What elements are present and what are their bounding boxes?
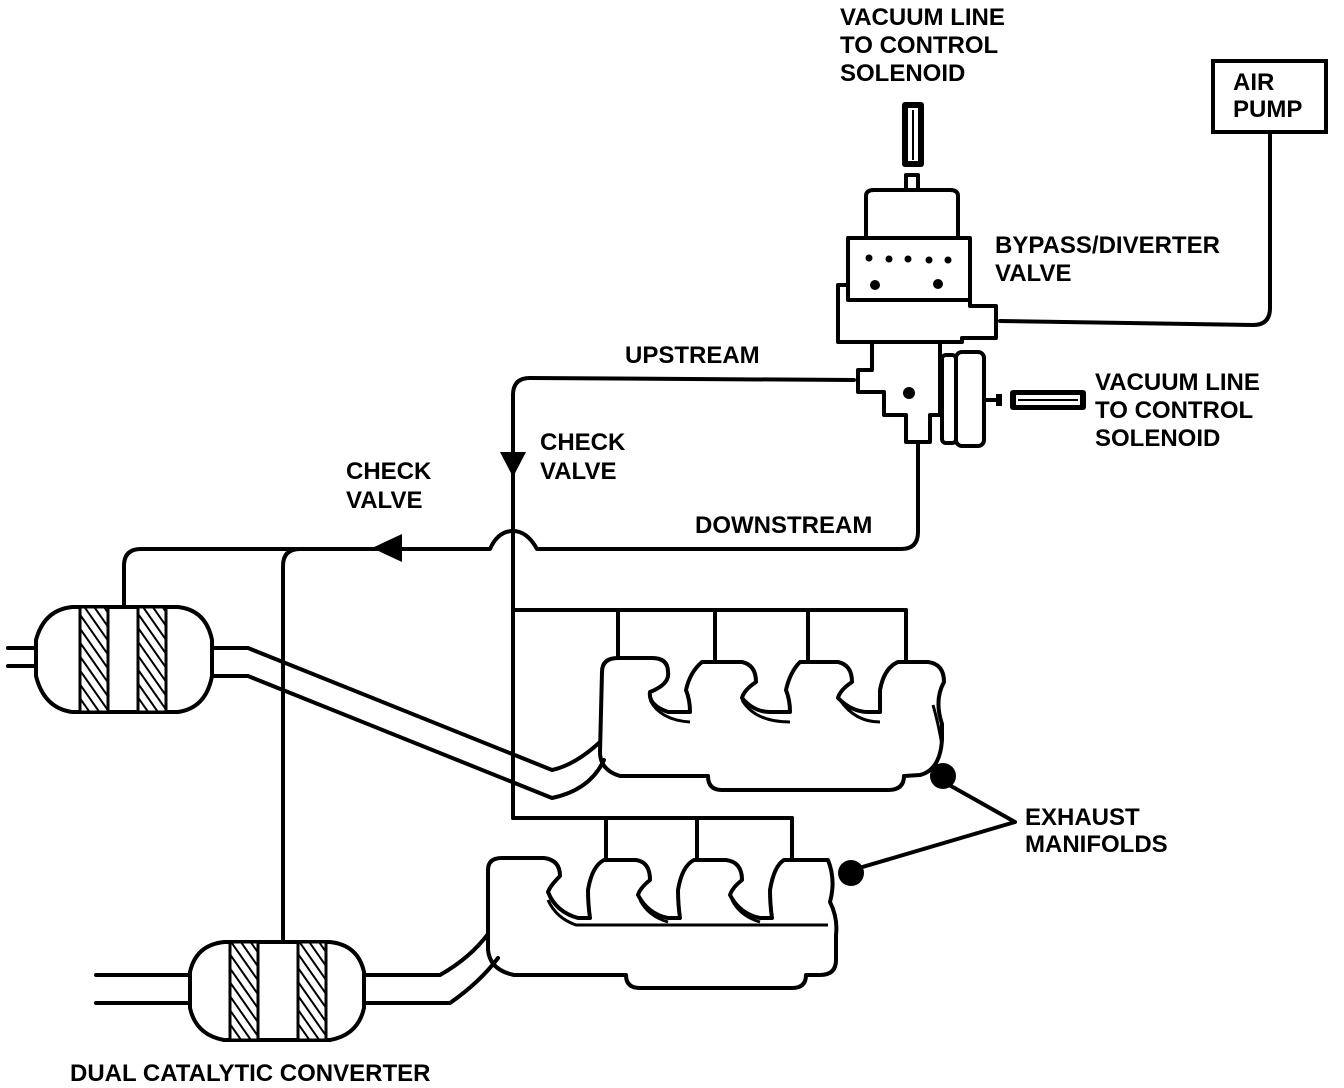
vacuum-line-right (1010, 390, 1086, 410)
label-dual-catalytic-converter: DUAL CATALYTIC CONVERTER (70, 1060, 430, 1087)
label-bypass-diverter: BYPASS/DIVERTER VALVE (995, 232, 1220, 287)
exhaust-manifold-upper-marker (930, 763, 956, 789)
exhaust-manifolds-pointer (857, 784, 1017, 870)
air-pump-label-line1: AIR (1233, 69, 1274, 96)
label-vacuum-right-3: SOLENOID (1095, 425, 1220, 452)
label-exhaust-2: MANIFOLDS (1025, 831, 1168, 858)
label-downstream: DOWNSTREAM (695, 512, 872, 539)
label-check-left-1: CHECK (346, 458, 432, 485)
air-pump: AIR PUMP (1211, 59, 1328, 134)
exhaust-manifold-lower (486, 816, 839, 990)
label-vacuum-top-2: TO CONTROL (840, 32, 998, 59)
air-pump-hose (998, 132, 1272, 327)
exhaust-manifold-lower-marker (838, 860, 864, 886)
label-vacuum-right-1: VACUUM LINE (1095, 369, 1260, 396)
check-valve-arrow-left (372, 534, 402, 562)
label-vacuum-right-2: TO CONTROL (1095, 397, 1253, 424)
label-vacuum-top-1: VACUUM LINE (840, 4, 1005, 31)
label-vacuum-line-right: VACUUM LINE TO CONTROL SOLENOID (1095, 369, 1260, 452)
label-check-left-2: VALVE (346, 487, 422, 514)
label-exhaust-manifolds: EXHAUST MANIFOLDS (1025, 804, 1168, 858)
label-exhaust-1: EXHAUST (1025, 804, 1140, 831)
check-valve-arrow-center (500, 452, 526, 477)
exhaust-manifold-upper (511, 608, 946, 792)
catalytic-converter-rear (94, 932, 500, 1042)
air-pump-label-line2: PUMP (1233, 96, 1302, 123)
label-bypass-1: BYPASS/DIVERTER (995, 232, 1220, 259)
label-check-valve-left: CHECK VALVE (346, 458, 432, 514)
upstream-line (511, 376, 856, 820)
label-vacuum-line-top: VACUUM LINE TO CONTROL SOLENOID (840, 4, 1005, 87)
air-rail-front (122, 547, 302, 608)
downstream-line (298, 440, 920, 551)
label-check-valve-center: CHECK VALVE (540, 429, 626, 485)
label-check-center-2: VALVE (540, 458, 616, 485)
catalytic-converter-front (6, 605, 606, 800)
label-vacuum-top-3: SOLENOID (840, 60, 965, 87)
bypass-diverter-valve (836, 173, 1002, 448)
air-rail-rear (281, 547, 302, 944)
vacuum-line-top (902, 102, 924, 167)
label-check-center-1: CHECK (540, 429, 626, 456)
label-bypass-2: VALVE (995, 260, 1071, 287)
label-upstream: UPSTREAM (625, 342, 760, 369)
